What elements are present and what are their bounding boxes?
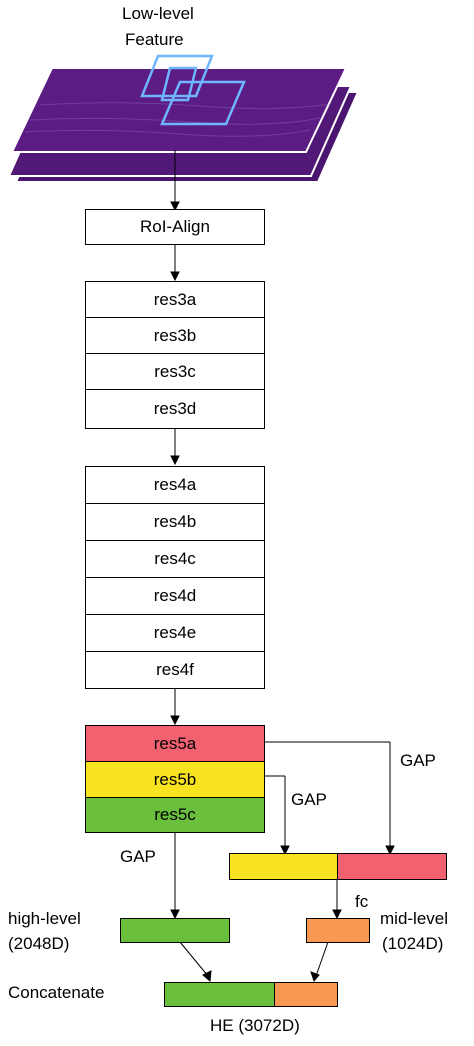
res5a-box: res5a [85,725,265,762]
res3d-box: res3d [85,389,265,429]
res4a-box: res4a [85,466,265,504]
res5c-box: res5c [85,797,265,833]
res3b-box: res3b [85,317,265,354]
input-title-line1: Low-level [122,4,194,23]
mid-level-dim: (1024D) [382,934,444,953]
mid-level-label: mid-level [380,909,449,928]
feature-map-layer-1 [10,67,348,153]
he-label: HE (3072D) [210,1016,300,1035]
roi-boxes [140,54,246,126]
fc-label: fc [355,892,369,911]
roi-align-box: RoI-Align [85,209,265,245]
high-level-dim: (2048D) [8,934,70,953]
res5b-box: res5b [85,761,265,798]
res4f-box: res4f [85,651,265,689]
he-bar-orange [274,982,338,1007]
gap-label-res5a: GAP [400,751,436,770]
mid-level-bar [306,918,370,943]
high-level-label: high-level [8,909,81,928]
mid-bar-pink [337,853,447,880]
gap-label-res5c: GAP [120,847,156,866]
res4d-box: res4d [85,577,265,615]
res3a-box: res3a [85,281,265,318]
res4b-box: res4b [85,503,265,541]
input-title-line2: Feature [125,30,184,49]
res4e-box: res4e [85,614,265,652]
feature-map-texture [24,102,331,137]
res4c-box: res4c [85,540,265,578]
concatenate-label: Concatenate [8,983,105,1002]
res3c-box: res3c [85,353,265,390]
high-level-bar [120,918,230,943]
he-bar-green [164,982,275,1007]
mid-bar-yellow [229,853,338,880]
gap-label-res5b: GAP [291,790,327,809]
